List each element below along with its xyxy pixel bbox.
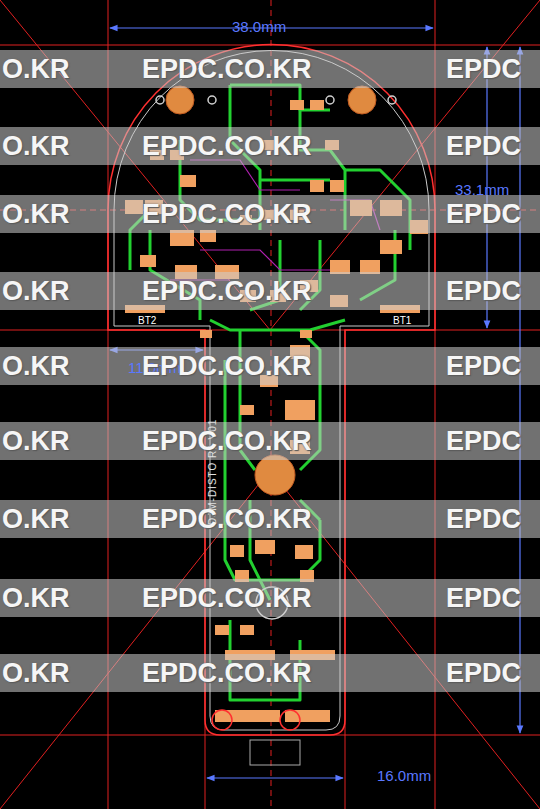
watermark-text: EPDC.CO.KR bbox=[142, 506, 312, 533]
watermark-text: O.KR bbox=[2, 353, 70, 380]
watermark-text: O.KR bbox=[2, 428, 70, 455]
watermark-band bbox=[0, 272, 540, 310]
smd-pad bbox=[310, 180, 324, 192]
watermark-text: O.KR bbox=[2, 56, 70, 83]
smd-pad bbox=[285, 400, 315, 420]
watermark-text: O.KR bbox=[2, 278, 70, 305]
smd-pad bbox=[285, 710, 330, 722]
smd-pad bbox=[240, 405, 254, 415]
smd-pad bbox=[295, 545, 313, 559]
watermark-text: O.KR bbox=[2, 201, 70, 228]
part-label: BT2 bbox=[138, 316, 156, 326]
smd-pad bbox=[380, 240, 402, 254]
watermark-text: O.KR bbox=[2, 585, 70, 612]
watermark-text: EPDC bbox=[446, 278, 521, 305]
watermark-text: EPDC bbox=[446, 133, 521, 160]
watermark-text: EPDC.CO.KR bbox=[142, 56, 312, 83]
watermark-band bbox=[0, 579, 540, 617]
watermark-text: EPDC.CO.KR bbox=[142, 353, 312, 380]
watermark-band bbox=[0, 50, 540, 88]
smd-pads bbox=[125, 100, 428, 722]
watermark-text: EPDC bbox=[446, 660, 521, 687]
watermark-band bbox=[0, 500, 540, 538]
smd-pad bbox=[310, 100, 324, 110]
smd-pad bbox=[200, 330, 212, 338]
dimension-label: 33.1mm bbox=[455, 182, 509, 197]
watermark-text: O.KR bbox=[2, 660, 70, 687]
watermark-text: O.KR bbox=[2, 506, 70, 533]
watermark-text: EPDC bbox=[446, 506, 521, 533]
smd-pad bbox=[300, 330, 312, 338]
smd-pad bbox=[215, 710, 280, 722]
watermark-band bbox=[0, 127, 540, 165]
watermark-text: EPDC bbox=[446, 585, 521, 612]
watermark-text: EPDC.CO.KR bbox=[142, 660, 312, 687]
watermark-band bbox=[0, 654, 540, 692]
through-hole-rings bbox=[156, 96, 396, 730]
dimension-label: 38.0mm bbox=[232, 19, 286, 34]
watermark-text: EPDC.CO.KR bbox=[142, 201, 312, 228]
smd-pad bbox=[360, 260, 380, 274]
watermark-text: EPDC bbox=[446, 353, 521, 380]
watermark-text: EPDC.CO.KR bbox=[142, 585, 312, 612]
watermark-text: EPDC.CO.KR bbox=[142, 133, 312, 160]
smd-pad bbox=[240, 625, 254, 635]
watermark-text: O.KR bbox=[2, 133, 70, 160]
watermark-bands bbox=[0, 50, 540, 692]
smd-pad bbox=[330, 260, 350, 274]
connector-outline bbox=[250, 740, 300, 765]
watermark-text: EPDC bbox=[446, 201, 521, 228]
part-label: BT1 bbox=[393, 316, 411, 326]
smd-pad bbox=[255, 540, 275, 554]
watermark-band bbox=[0, 422, 540, 460]
smd-pad bbox=[230, 545, 244, 557]
smd-pad bbox=[290, 100, 304, 110]
watermark-band bbox=[0, 347, 540, 385]
smd-pad bbox=[140, 255, 156, 267]
watermark-text: EPDC bbox=[446, 428, 521, 455]
watermark-text: EPDC bbox=[446, 56, 521, 83]
smd-pad bbox=[330, 180, 344, 192]
watermark-text: EPDC.CO.KR bbox=[142, 278, 312, 305]
smd-pad bbox=[215, 625, 229, 635]
smd-pad bbox=[180, 175, 196, 187]
watermark-text: EPDC.CO.KR bbox=[142, 428, 312, 455]
watermark-band bbox=[0, 195, 540, 233]
dimension-label: 16.0mm bbox=[377, 768, 431, 783]
